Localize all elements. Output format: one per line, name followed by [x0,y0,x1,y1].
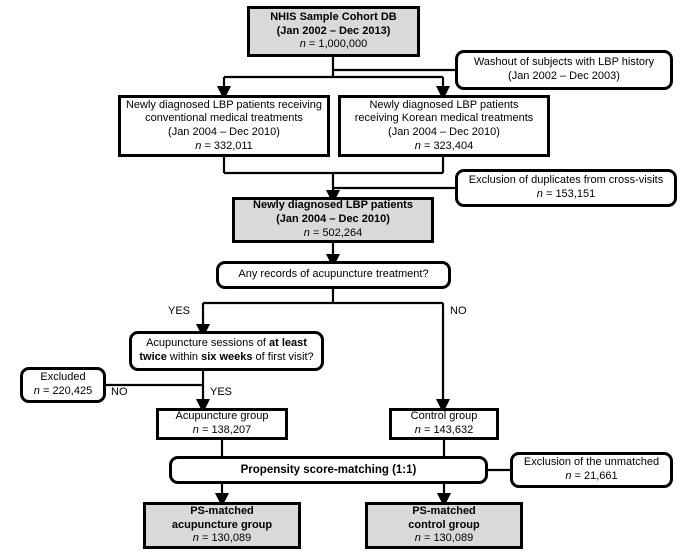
unmatched-line1: Exclusion of the unmatched [523,456,660,469]
unmatched-n-prefix: n [565,470,572,482]
node-decision-any-records: Any records of acupuncture treatment? [216,261,451,289]
korean-count: n = 323,404 [415,140,473,154]
korean-n-prefix: n [414,139,421,152]
korean-line1: Newly diagnosed LBP patients [369,98,519,111]
decision-sessions-line1: Acupuncture sessions of at least [146,337,307,351]
control-group-count: n = 143,632 [415,424,473,438]
node-ps-matched-acupuncture: PS-matched acupuncture group n = 130,089 [143,502,301,549]
newly-diagnosed-count: n = 502,264 [304,227,362,241]
node-exclusion-duplicates: Exclusion of duplicates from cross-visit… [455,169,677,207]
duplicates-count: n = 153,151 [537,188,595,202]
washout-line1: Washout of subjects with LBP history [473,56,655,69]
ps-control-n-value: = 130,089 [420,532,474,545]
node-korean-treatments: Newly diagnosed LBP patients receiving K… [338,95,550,157]
duplicates-line1: Exclusion of duplicates from cross-visit… [468,174,664,187]
edge-label-yes-records: YES [167,305,190,317]
acupuncture-group-line1: Acupuncture group [175,410,269,423]
sessions-part2: within [166,351,202,363]
excluded-line1: Excluded [40,371,86,384]
node-ps-matched-control: PS-matched control group n = 130,089 [365,502,523,549]
washout-line2: (Jan 2002 – Dec 2003) [508,70,620,82]
node-control-group: Control group n = 143,632 [389,408,499,440]
sessions-part3: of first visit? [252,351,314,363]
node-conventional-treatments: Newly diagnosed LBP patients receiving c… [118,95,330,157]
korean-line3: (Jan 2004 – Dec 2010) [388,126,500,138]
control-group-line1: Control group [410,410,478,423]
node-excluded: Excluded n = 220,425 [20,367,106,403]
node-propensity-score-matching: Propensity score-matching (1:1) [169,456,488,484]
conventional-count: n = 332,011 [195,140,253,154]
sessions-bold3: six weeks [201,351,253,363]
duplicates-n-value: = 153,151 [542,188,596,200]
ps-control-count: n = 130,089 [415,532,473,546]
ps-control-line2: control group [408,518,480,531]
cohort-db-line2: (Jan 2002 – Dec 2013) [276,24,391,37]
edge-label-no-records: NO [450,305,467,317]
psm-line1: Propensity score-matching (1:1) [240,463,417,476]
ps-acupuncture-line1: PS-matched [190,504,254,517]
edge-label-yes-sessions: YES [210,386,233,398]
ps-control-n-prefix: n [414,532,421,545]
sessions-part1: Acupuncture sessions of [146,337,269,350]
newly-diagnosed-line1: Newly diagnosed LBP patients [253,199,413,212]
conventional-n-prefix: n [195,139,202,152]
conventional-line1: Newly diagnosed LBP patients receiving [125,98,323,111]
excluded-n-prefix: n [33,385,40,397]
ps-acupuncture-count: n = 130,089 [193,532,251,546]
ps-acupuncture-n-prefix: n [192,532,199,545]
newly-diagnosed-n-value: = 502,264 [309,226,363,239]
node-exclusion-unmatched: Exclusion of the unmatched n = 21,661 [510,452,673,488]
conventional-line3: (Jan 2004 – Dec 2010) [168,126,280,138]
korean-line2: receiving Korean medical treatments [354,112,534,125]
acupuncture-group-count: n = 138,207 [193,424,251,438]
excluded-count: n = 220,425 [34,385,92,399]
ps-acupuncture-line2: acupuncture group [171,518,273,531]
node-cohort-db: NHIS Sample Cohort DB (Jan 2002 – Dec 20… [247,6,420,57]
ps-acupuncture-n-value: = 130,089 [198,532,252,545]
cohort-db-n-value: = 1,000,000 [305,38,368,51]
unmatched-count: n = 21,661 [565,470,617,484]
newly-diagnosed-line2: (Jan 2004 – Dec 2010) [276,213,390,226]
decision-sessions-line2: twice within six weeks of first visit? [139,351,313,365]
unmatched-n-value: = 21,661 [571,470,618,482]
control-group-n-value: = 143,632 [420,424,474,436]
node-decision-sessions: Acupuncture sessions of at least twice w… [129,331,324,371]
edge-label-no-sessions: NO [111,386,128,398]
sessions-bold1: at least [268,337,307,350]
cohort-db-line1: NHIS Sample Cohort DB [270,10,397,23]
cohort-db-n-prefix: n [299,38,306,51]
excluded-n-value: = 220,425 [39,385,93,397]
conventional-n-value: = 332,011 [201,139,253,152]
newly-diagnosed-n-prefix: n [303,226,310,239]
ps-control-line1: PS-matched [412,504,476,517]
cohort-db-count: n = 1,000,000 [300,38,368,52]
korean-n-value: = 323,404 [420,139,474,152]
node-newly-diagnosed: Newly diagnosed LBP patients (Jan 2004 –… [232,197,434,243]
acupuncture-group-n-prefix: n [192,424,199,436]
node-acupuncture-group: Acupuncture group n = 138,207 [156,408,288,440]
duplicates-n-prefix: n [536,188,543,200]
decision-records-line1: Any records of acupuncture treatment? [238,268,429,281]
conventional-line2: conventional medical treatments [145,112,303,125]
control-group-n-prefix: n [414,424,421,436]
acupuncture-group-n-value: = 138,207 [198,424,252,436]
sessions-bold2: twice [139,351,167,363]
node-washout: Washout of subjects with LBP history (Ja… [455,50,673,90]
